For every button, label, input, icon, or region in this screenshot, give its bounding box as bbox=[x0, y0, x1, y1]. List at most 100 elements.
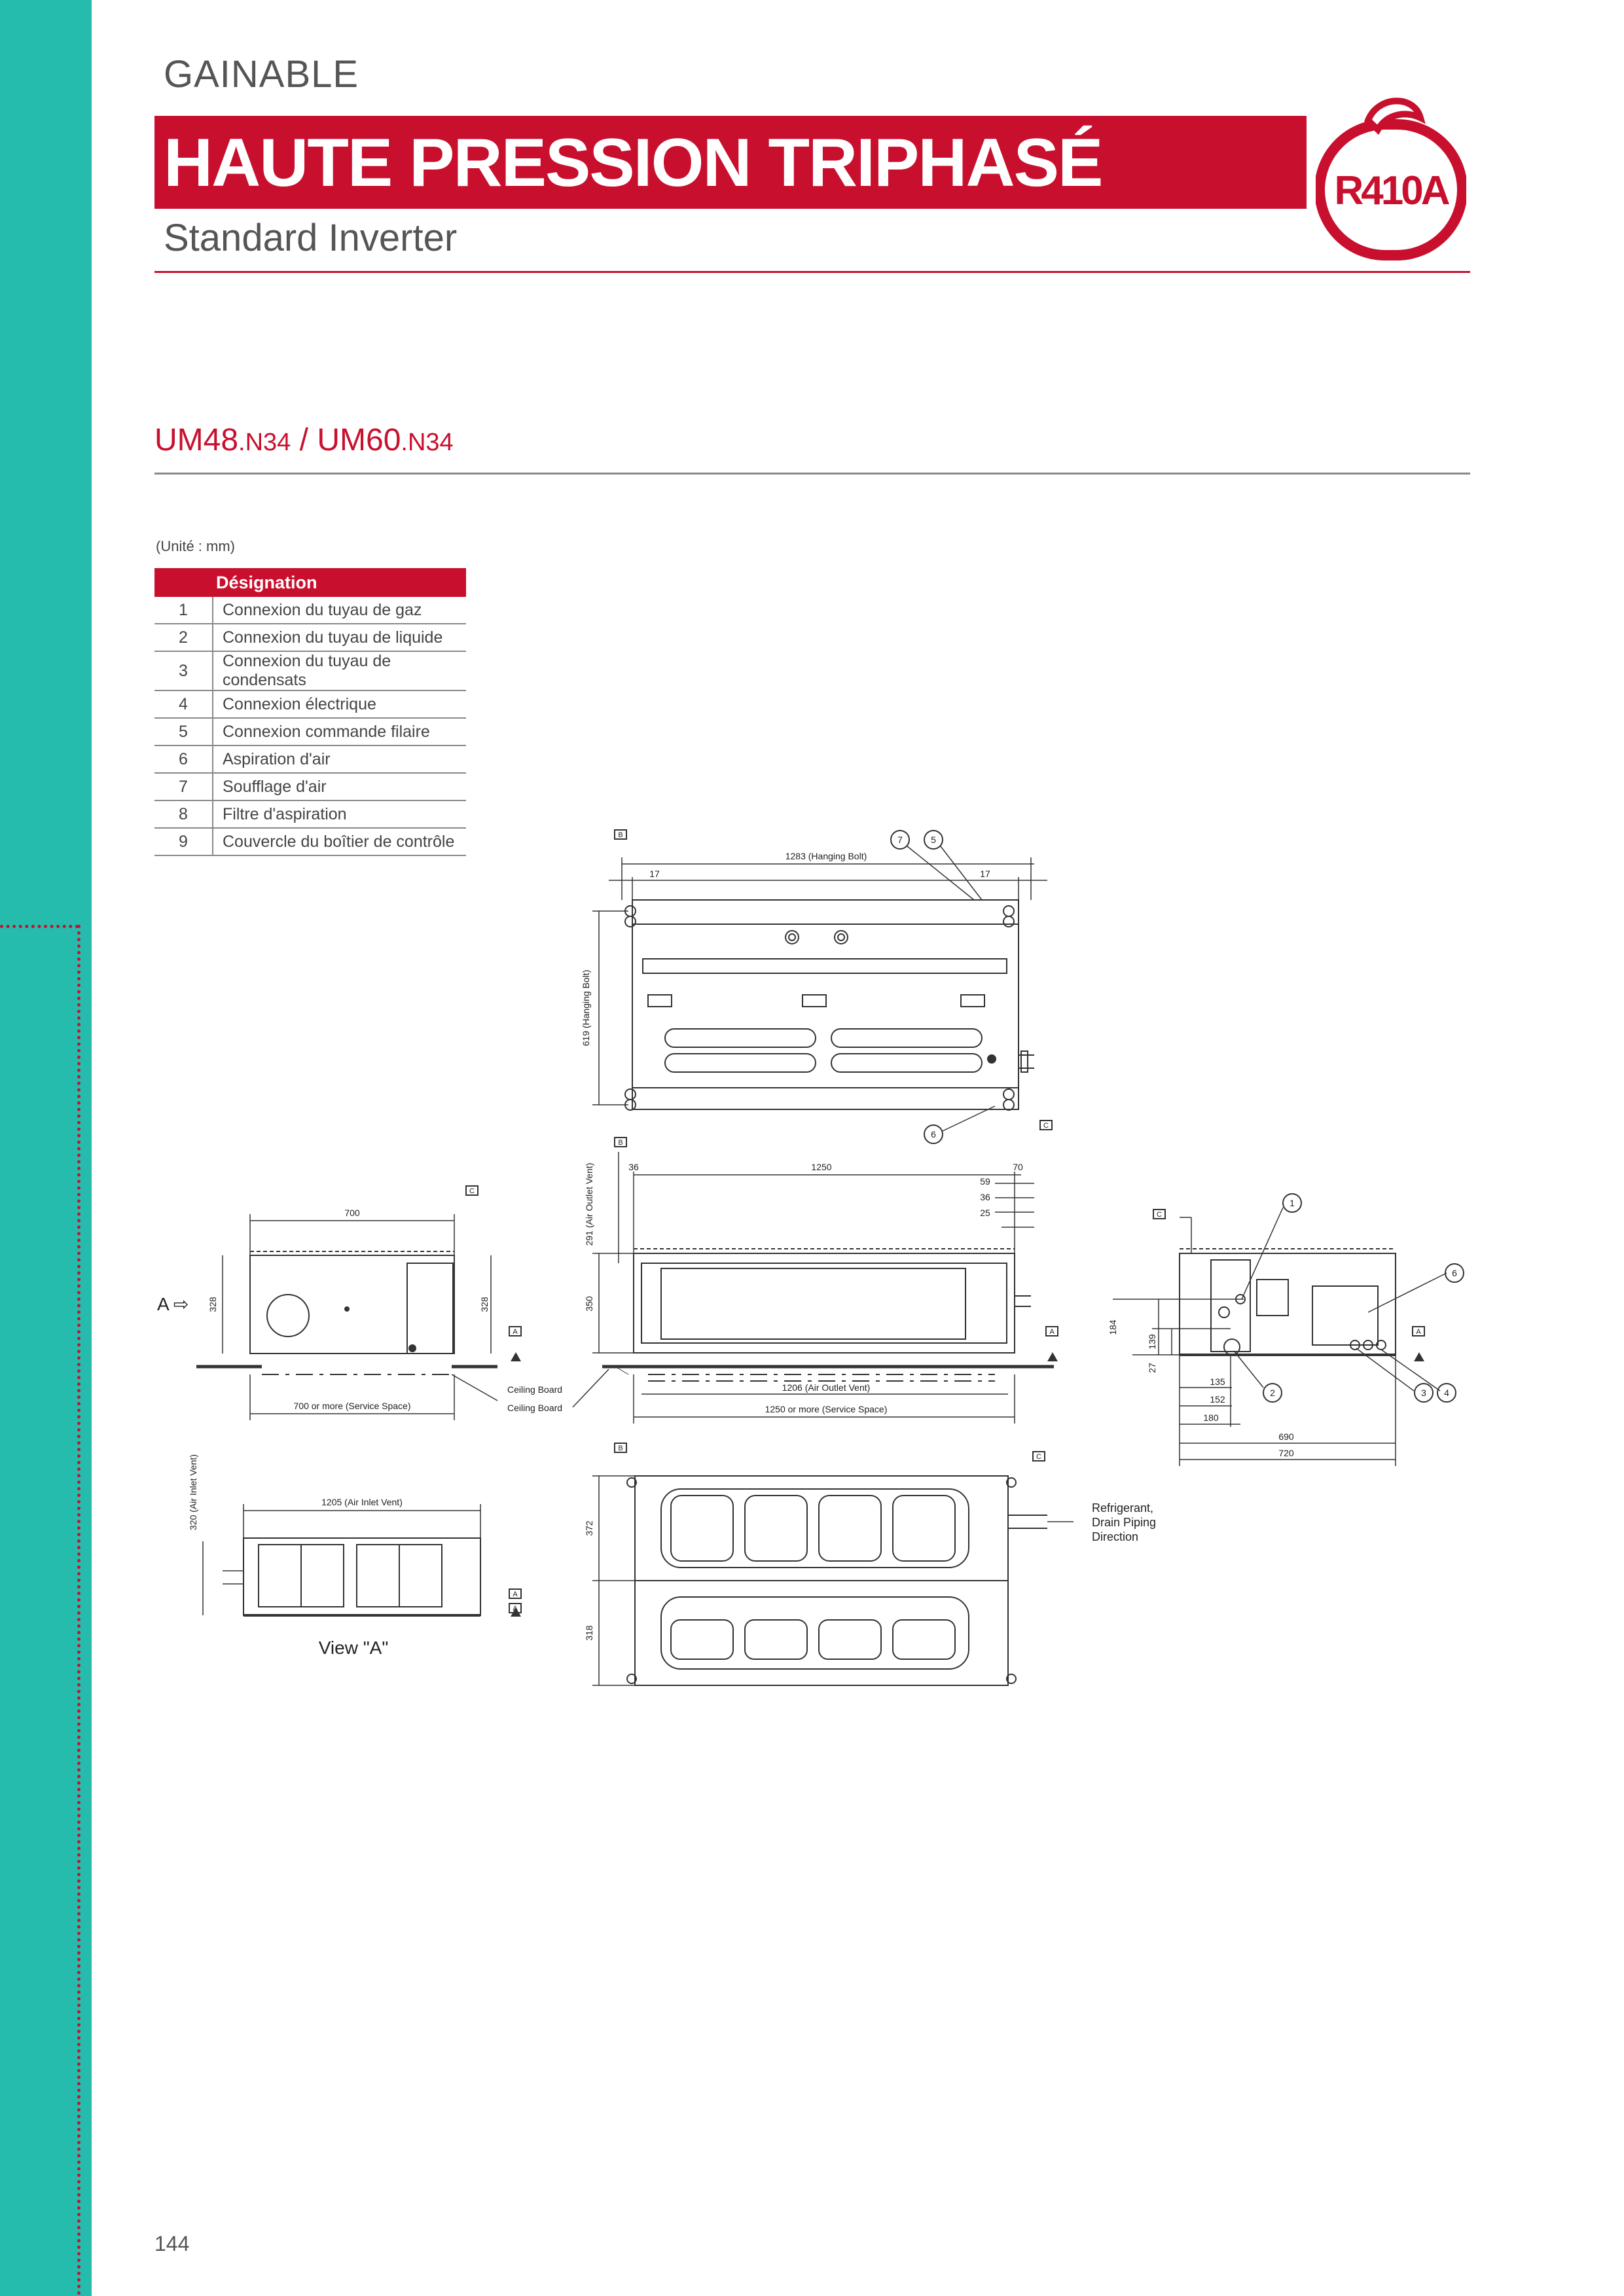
page-subtitle: Standard Inverter bbox=[164, 217, 458, 259]
dim-1250: 1250 bbox=[811, 1162, 831, 1172]
mark-a5: A bbox=[513, 1605, 518, 1613]
section-mark-c4 bbox=[1032, 1451, 1045, 1462]
title-bar bbox=[154, 116, 1307, 209]
view-a-arrow: A ⇨ bbox=[157, 1294, 189, 1314]
row-number: 8 bbox=[154, 800, 213, 829]
mark-c3: C bbox=[1157, 1211, 1162, 1219]
model-suffix1: .N34 bbox=[238, 429, 291, 456]
dim-1250s: 1250 or more (Service Space) bbox=[765, 1404, 888, 1414]
ceiling-board-2: Ceiling Board bbox=[507, 1403, 562, 1413]
bottom-view bbox=[592, 1475, 1074, 1686]
row-label: Connexion électrique bbox=[213, 691, 466, 719]
dim-1205: 1205 (Air Inlet Vent) bbox=[321, 1497, 403, 1507]
model-part2: UM60 bbox=[317, 423, 401, 457]
stripe-dotted-line-vertical bbox=[77, 925, 81, 2296]
row-number: 1 bbox=[154, 597, 213, 624]
dim-291: 291 (Air Outlet Vent) bbox=[584, 1163, 594, 1246]
model-name: UM48.N34 / UM60.N34 bbox=[154, 422, 454, 458]
refrigerant-label-2: Drain Piping bbox=[1092, 1516, 1156, 1529]
dim-184: 184 bbox=[1108, 1319, 1118, 1335]
row-number: 4 bbox=[154, 691, 213, 719]
dim-720: 720 bbox=[1278, 1448, 1294, 1458]
view-a bbox=[202, 1504, 481, 1617]
callout-6-side bbox=[1445, 1263, 1464, 1283]
callout-4 bbox=[1437, 1383, 1456, 1403]
callout-6-top bbox=[924, 1124, 943, 1144]
row-number: 5 bbox=[154, 718, 213, 746]
model-divider bbox=[154, 473, 1470, 475]
row-number: 3 bbox=[154, 651, 213, 691]
dim-1283: 1283 (Hanging Bolt) bbox=[785, 851, 867, 861]
section-mark-a bbox=[509, 1326, 522, 1336]
callout-7-label: 7 bbox=[897, 834, 903, 845]
row-label: Connexion du tuyau de liquide bbox=[213, 624, 466, 652]
dim-1206: 1206 (Air Outlet Vent) bbox=[782, 1382, 871, 1393]
dim-70: 70 bbox=[1013, 1162, 1023, 1172]
mark-c2: C bbox=[469, 1187, 475, 1195]
leaf-icon bbox=[1364, 98, 1426, 135]
dim-619: 619 (Hanging Bolt) bbox=[581, 970, 591, 1047]
dim-700: 700 bbox=[344, 1208, 360, 1218]
mark-a4: A bbox=[513, 1590, 518, 1598]
refrigerant-label-3: Direction bbox=[1092, 1530, 1138, 1543]
page-title: HAUTE PRESSION TRIPHASÉ bbox=[164, 125, 1103, 201]
callout-6-label: 6 bbox=[931, 1129, 936, 1139]
row-label: Connexion commande filaire bbox=[213, 718, 466, 746]
mark-a1: A bbox=[513, 1328, 518, 1336]
callout-4-label: 4 bbox=[1444, 1388, 1449, 1398]
callout-3-label: 3 bbox=[1421, 1388, 1426, 1398]
row-number: 7 bbox=[154, 773, 213, 801]
model-separator: / bbox=[291, 423, 317, 457]
ceiling-board-1: Ceiling Board bbox=[507, 1384, 562, 1395]
stripe-dotted-line bbox=[0, 925, 79, 928]
dim-17a: 17 bbox=[649, 869, 660, 879]
row-label: Connexion du tuyau de gaz bbox=[213, 597, 466, 624]
row-label: Couvercle du boîtier de contrôle bbox=[213, 828, 466, 856]
section-mark-c3 bbox=[1153, 1209, 1166, 1219]
callout-3 bbox=[1414, 1383, 1434, 1403]
mark-b1: B bbox=[618, 831, 623, 839]
r410a-badge: R410A bbox=[1316, 98, 1466, 260]
row-label: Soufflage d'air bbox=[213, 773, 466, 801]
dim-152: 152 bbox=[1210, 1394, 1225, 1405]
dim-36b: 36 bbox=[980, 1192, 990, 1202]
dim-328b: 328 bbox=[479, 1297, 490, 1312]
row-number: 9 bbox=[154, 828, 213, 856]
front-view bbox=[592, 1152, 1054, 1424]
dim-59: 59 bbox=[980, 1176, 990, 1187]
dim-180: 180 bbox=[1203, 1412, 1219, 1423]
right-side-view bbox=[1113, 1207, 1447, 1466]
dim-135: 135 bbox=[1210, 1376, 1225, 1387]
view-a-body bbox=[243, 1537, 481, 1616]
mark-a2: A bbox=[1049, 1328, 1055, 1336]
legend-header-row: Désignation bbox=[154, 568, 466, 597]
header-divider bbox=[154, 271, 1470, 273]
dim-27: 27 bbox=[1147, 1363, 1157, 1373]
category-label: GAINABLE bbox=[164, 53, 359, 96]
legend-header: Désignation bbox=[154, 568, 466, 597]
view-a-caption: View "A" bbox=[319, 1638, 389, 1658]
left-color-stripe bbox=[0, 0, 92, 2296]
callout-1-label: 1 bbox=[1290, 1198, 1295, 1208]
mark-b3: B bbox=[618, 1444, 623, 1452]
dim-320: 320 (Air Inlet Vent) bbox=[188, 1454, 198, 1530]
left-side-body bbox=[249, 1255, 455, 1354]
dim-139: 139 bbox=[1147, 1334, 1157, 1350]
top-view bbox=[592, 857, 1047, 1111]
section-mark-b2 bbox=[614, 1137, 627, 1147]
callout-2 bbox=[1263, 1383, 1282, 1403]
dim-328a: 328 bbox=[208, 1297, 218, 1312]
dim-350: 350 bbox=[584, 1296, 594, 1312]
callout-7 bbox=[890, 830, 910, 850]
dim-25: 25 bbox=[980, 1208, 990, 1218]
section-mark-c bbox=[1039, 1120, 1053, 1130]
callout-5-label: 5 bbox=[931, 834, 936, 845]
dim-36: 36 bbox=[628, 1162, 639, 1172]
